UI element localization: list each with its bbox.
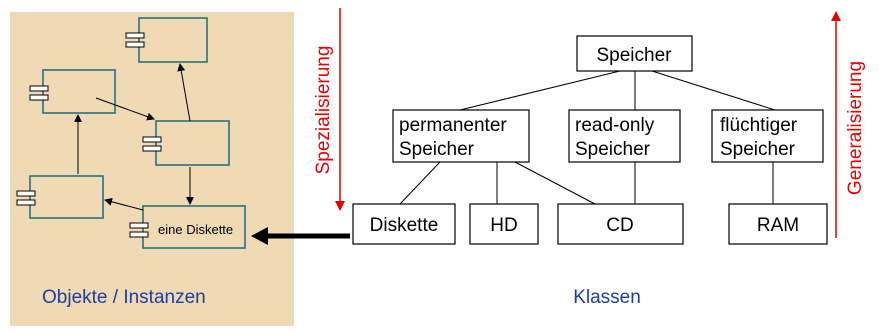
- object-link-arrow: [104, 197, 144, 211]
- class-fluechtiger-speicher: flüchtiger Speicher: [711, 109, 824, 163]
- svg-text:Speicher: Speicher: [597, 45, 673, 66]
- instance-label: eine Diskette: [158, 222, 233, 237]
- object-link-arrow: [177, 63, 191, 122]
- svg-text:RAM: RAM: [757, 215, 799, 236]
- class-cd: CD: [557, 203, 684, 245]
- svg-text:flüchtiger Speicher: flüchtiger Speicher: [720, 115, 802, 160]
- class-permanenter-speicher: permanenter Speicher: [392, 109, 530, 163]
- hierarchy-connectors: [399, 70, 776, 205]
- specialization-label: Spezialisierung: [313, 46, 334, 175]
- object-instance-2: [29, 69, 116, 114]
- object-instance-3: [142, 120, 230, 166]
- svg-text:HD: HD: [490, 215, 517, 236]
- class-speicher: Speicher: [576, 35, 693, 72]
- svg-text:read-only Speicher: read-only Speicher: [575, 115, 660, 160]
- object-instance-1: [125, 17, 208, 63]
- classes-caption: Klassen: [573, 287, 641, 308]
- class-read-only-speicher: read-only Speicher: [568, 109, 681, 163]
- svg-text:CD: CD: [606, 215, 633, 236]
- class-ram: RAM: [728, 203, 828, 245]
- objects-caption: Objekte / Instanzen: [42, 287, 206, 308]
- generalization-label: Generalisierung: [845, 61, 866, 195]
- class-hd: HD: [469, 203, 539, 245]
- object-instance-4: [16, 175, 104, 219]
- class-diskette: Diskette: [352, 203, 456, 245]
- svg-text:Diskette: Diskette: [370, 215, 439, 236]
- object-instance-diskette: eine Diskette: [129, 205, 246, 249]
- svg-text:permanenter Speicher: permanenter Speicher: [399, 115, 512, 160]
- object-link-arrow: [95, 97, 155, 121]
- objects-panel: [10, 12, 294, 326]
- instantiation-arrowhead: [251, 227, 268, 245]
